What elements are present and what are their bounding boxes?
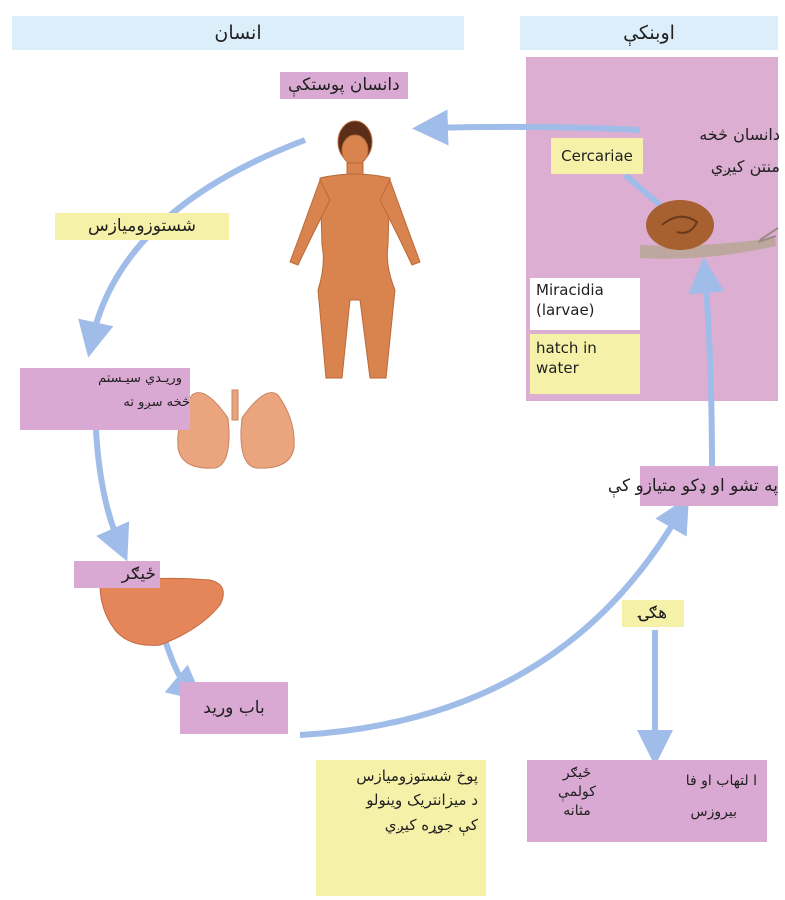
portal-vein-text: باب ورید <box>203 698 264 718</box>
hatch-label: hatch in water <box>530 334 640 394</box>
venous-system-label: وریـدي سیـستم څخه سږو ته <box>20 368 190 430</box>
miracidia-line1: Miracidia <box>536 280 634 300</box>
organ-intestine: کولمې <box>537 783 617 802</box>
venous-line1: وریـدي سیـستم <box>20 370 190 388</box>
liver-icon <box>100 578 223 645</box>
schistosomiasis-label: شستوزومیازس <box>55 213 229 240</box>
inflammation-line2: بیروزس <box>627 803 757 822</box>
organs-list: ځیګر کولمې مثانه <box>537 764 617 821</box>
schistosomiasis-text: شستوزومیازس <box>88 216 196 236</box>
snail-icon <box>640 200 778 259</box>
liver-text: ځیګر <box>122 564 156 584</box>
cercariae-text: Cercariae <box>561 147 633 165</box>
human-entry-label: دانسان څخه منتن کیږي <box>670 124 780 177</box>
human-entry-line1: دانسان څخه <box>670 124 780 146</box>
arrow-lungs-to-liver <box>96 430 120 545</box>
excreta-text: په تشو او ډکو متیازو کې <box>608 476 778 496</box>
mature-line3: کې جوړه کیږي <box>316 815 486 835</box>
eggs-label: هګۍ <box>622 600 684 627</box>
arrow-eggs-to-snail <box>705 275 712 470</box>
miracidia-label: Miracidia (larvae) <box>530 278 640 330</box>
portal-vein-label: باب ورید <box>180 682 288 734</box>
hatch-line2: water <box>536 358 634 378</box>
organ-liver: ځیګر <box>537 764 617 783</box>
mature-line2: د میزانتریک وینولو <box>316 790 486 810</box>
inflammation-line1: ا لتهاب او فا <box>627 772 757 791</box>
human-entry-line2: منتن کیږي <box>670 156 780 178</box>
organ-bladder: مثانه <box>537 802 617 821</box>
mature-worm-label: پوخ شستوزومیازس د میزانتریک وینولو کې جو… <box>316 760 486 896</box>
eggs-text: هګۍ <box>639 603 667 623</box>
lungs-icon <box>178 390 294 468</box>
mature-line1: پوخ شستوزومیازس <box>316 766 486 786</box>
cercariae-label: Cercariae <box>551 138 643 174</box>
human-figure-icon <box>290 121 420 378</box>
liver-label: ځیګر <box>74 561 160 588</box>
arrow-snail-to-human <box>430 127 640 130</box>
complications-box: ځیګر کولمې مثانه ا لتهاب او فا بیروزس <box>527 760 767 842</box>
arrow-human-to-skin-path <box>92 140 305 340</box>
human-skin-text: دانسان پوستکې <box>288 75 400 95</box>
inflammation-text: ا لتهاب او فا بیروزس <box>627 772 757 822</box>
miracidia-line2: (larvae) <box>536 300 634 320</box>
excreta-label: په تشو او ډکو متیازو کې <box>548 466 778 506</box>
human-skin-label: دانسان پوستکې <box>280 72 408 99</box>
hatch-line1: hatch in <box>536 338 634 358</box>
arrow-cercariae-to-snail <box>625 175 660 205</box>
venous-line2: څخه سږو ته <box>20 394 190 412</box>
